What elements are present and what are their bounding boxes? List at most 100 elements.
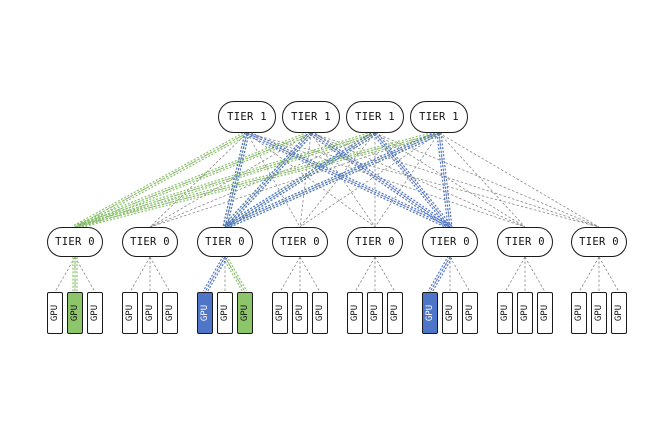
- tier-link: [310, 132, 600, 228]
- tier-link: [149, 132, 440, 228]
- green-highlight-link: [74, 132, 248, 228]
- gpu-box: GPU: [312, 292, 328, 334]
- gpu-box: GPU: [571, 292, 587, 334]
- tier-link: [438, 132, 600, 228]
- gpu-box: GPU: [197, 292, 213, 334]
- tier1-node: TIER 1: [410, 101, 468, 133]
- tier-link: [246, 132, 526, 228]
- blue-highlight-link: [309, 134, 450, 230]
- blue-highlight-gpu-link: [431, 257, 453, 294]
- gpu-link: [598, 256, 620, 293]
- blue-highlight-link: [223, 130, 439, 226]
- green-highlight-link: [75, 134, 440, 230]
- tier-link: [310, 132, 451, 228]
- gpu-box: GPU: [292, 292, 308, 334]
- gpu-label: GPU: [240, 304, 251, 322]
- blue-highlight-link: [226, 133, 313, 229]
- gpu-box: GPU: [162, 292, 178, 334]
- tier1-node: TIER 1: [346, 101, 404, 133]
- gpu-label: GPU: [574, 304, 585, 322]
- gpu-label: GPU: [145, 304, 156, 322]
- blue-highlight-link: [224, 132, 248, 228]
- tier-link: [246, 132, 376, 228]
- gpu-box: GPU: [442, 292, 458, 334]
- green-highlight-link: [74, 132, 312, 228]
- tier1-node: TIER 1: [218, 101, 276, 133]
- tier-link: [74, 132, 376, 228]
- gpu-link: [149, 256, 171, 293]
- gpu-box: GPU: [422, 292, 438, 334]
- gpu-box: GPU: [67, 292, 83, 334]
- green-highlight-link: [75, 134, 376, 230]
- green-highlight-link: [74, 130, 439, 226]
- tier0-node: TIER 0: [347, 227, 403, 257]
- gpu-link: [54, 256, 76, 293]
- gpu-box: GPU: [497, 292, 513, 334]
- green-highlight-link: [74, 130, 311, 226]
- gpu-label: GPU: [125, 304, 136, 322]
- gpu-box: GPU: [367, 292, 383, 334]
- green-highlight-gpu-link: [226, 255, 248, 292]
- blue-highlight-link: [245, 134, 450, 230]
- gpu-box: GPU: [272, 292, 288, 334]
- gpu-box: GPU: [517, 292, 533, 334]
- gpu-link: [449, 256, 471, 293]
- blue-highlight-link: [246, 132, 451, 228]
- blue-highlight-link: [310, 132, 451, 228]
- green-highlight-link: [74, 132, 440, 228]
- tier0-node: TIER 0: [571, 227, 627, 257]
- blue-highlight-gpu-link: [206, 257, 228, 294]
- gpu-box: GPU: [122, 292, 138, 334]
- blue-highlight-link: [225, 134, 377, 230]
- gpu-link: [578, 256, 600, 293]
- tier-link: [374, 132, 600, 228]
- green-highlight-link: [75, 134, 312, 230]
- tier0-node: TIER 0: [497, 227, 553, 257]
- tier0-node: TIER 0: [197, 227, 253, 257]
- blue-highlight-link: [372, 133, 449, 229]
- gpu-link: [299, 256, 321, 293]
- tier-link: [299, 132, 440, 228]
- gpu-box: GPU: [347, 292, 363, 334]
- blue-highlight-link: [226, 133, 250, 228]
- tier-link: [299, 132, 312, 228]
- gpu-label: GPU: [275, 304, 286, 322]
- green-highlight-gpu-link: [222, 257, 244, 294]
- gpu-label: GPU: [465, 304, 476, 322]
- blue-highlight-link: [224, 132, 312, 228]
- gpu-link: [504, 256, 526, 293]
- gpu-label: GPU: [520, 304, 531, 322]
- blue-highlight-link: [222, 132, 246, 227]
- gpu-link: [354, 256, 376, 293]
- gpu-label: GPU: [70, 304, 81, 322]
- tier-link: [374, 132, 451, 228]
- gpu-box: GPU: [47, 292, 63, 334]
- blue-highlight-link: [436, 133, 449, 228]
- tier0-node: TIER 0: [422, 227, 478, 257]
- tier0-node: TIER 0: [272, 227, 328, 257]
- tier1-node: TIER 1: [282, 101, 340, 133]
- green-highlight-link: [74, 132, 376, 228]
- blue-highlight-link: [440, 132, 453, 227]
- blue-highlight-link: [225, 134, 441, 230]
- blue-highlight-link: [224, 132, 440, 228]
- gpu-label: GPU: [390, 304, 401, 322]
- gpu-label: GPU: [90, 304, 101, 322]
- gpu-link: [524, 256, 546, 293]
- gpu-box: GPU: [142, 292, 158, 334]
- tier0-node: TIER 0: [47, 227, 103, 257]
- tier-link: [224, 132, 312, 228]
- gpu-label: GPU: [594, 304, 605, 322]
- gpu-label: GPU: [50, 304, 61, 322]
- blue-highlight-link: [223, 131, 310, 227]
- gpu-box: GPU: [387, 292, 403, 334]
- tier-link: [149, 132, 248, 228]
- blue-highlight-link: [224, 132, 376, 228]
- tier-link: [310, 132, 376, 228]
- gpu-label: GPU: [165, 304, 176, 322]
- gpu-link: [74, 256, 96, 293]
- gpu-label: GPU: [220, 304, 231, 322]
- tier0-node: TIER 0: [122, 227, 178, 257]
